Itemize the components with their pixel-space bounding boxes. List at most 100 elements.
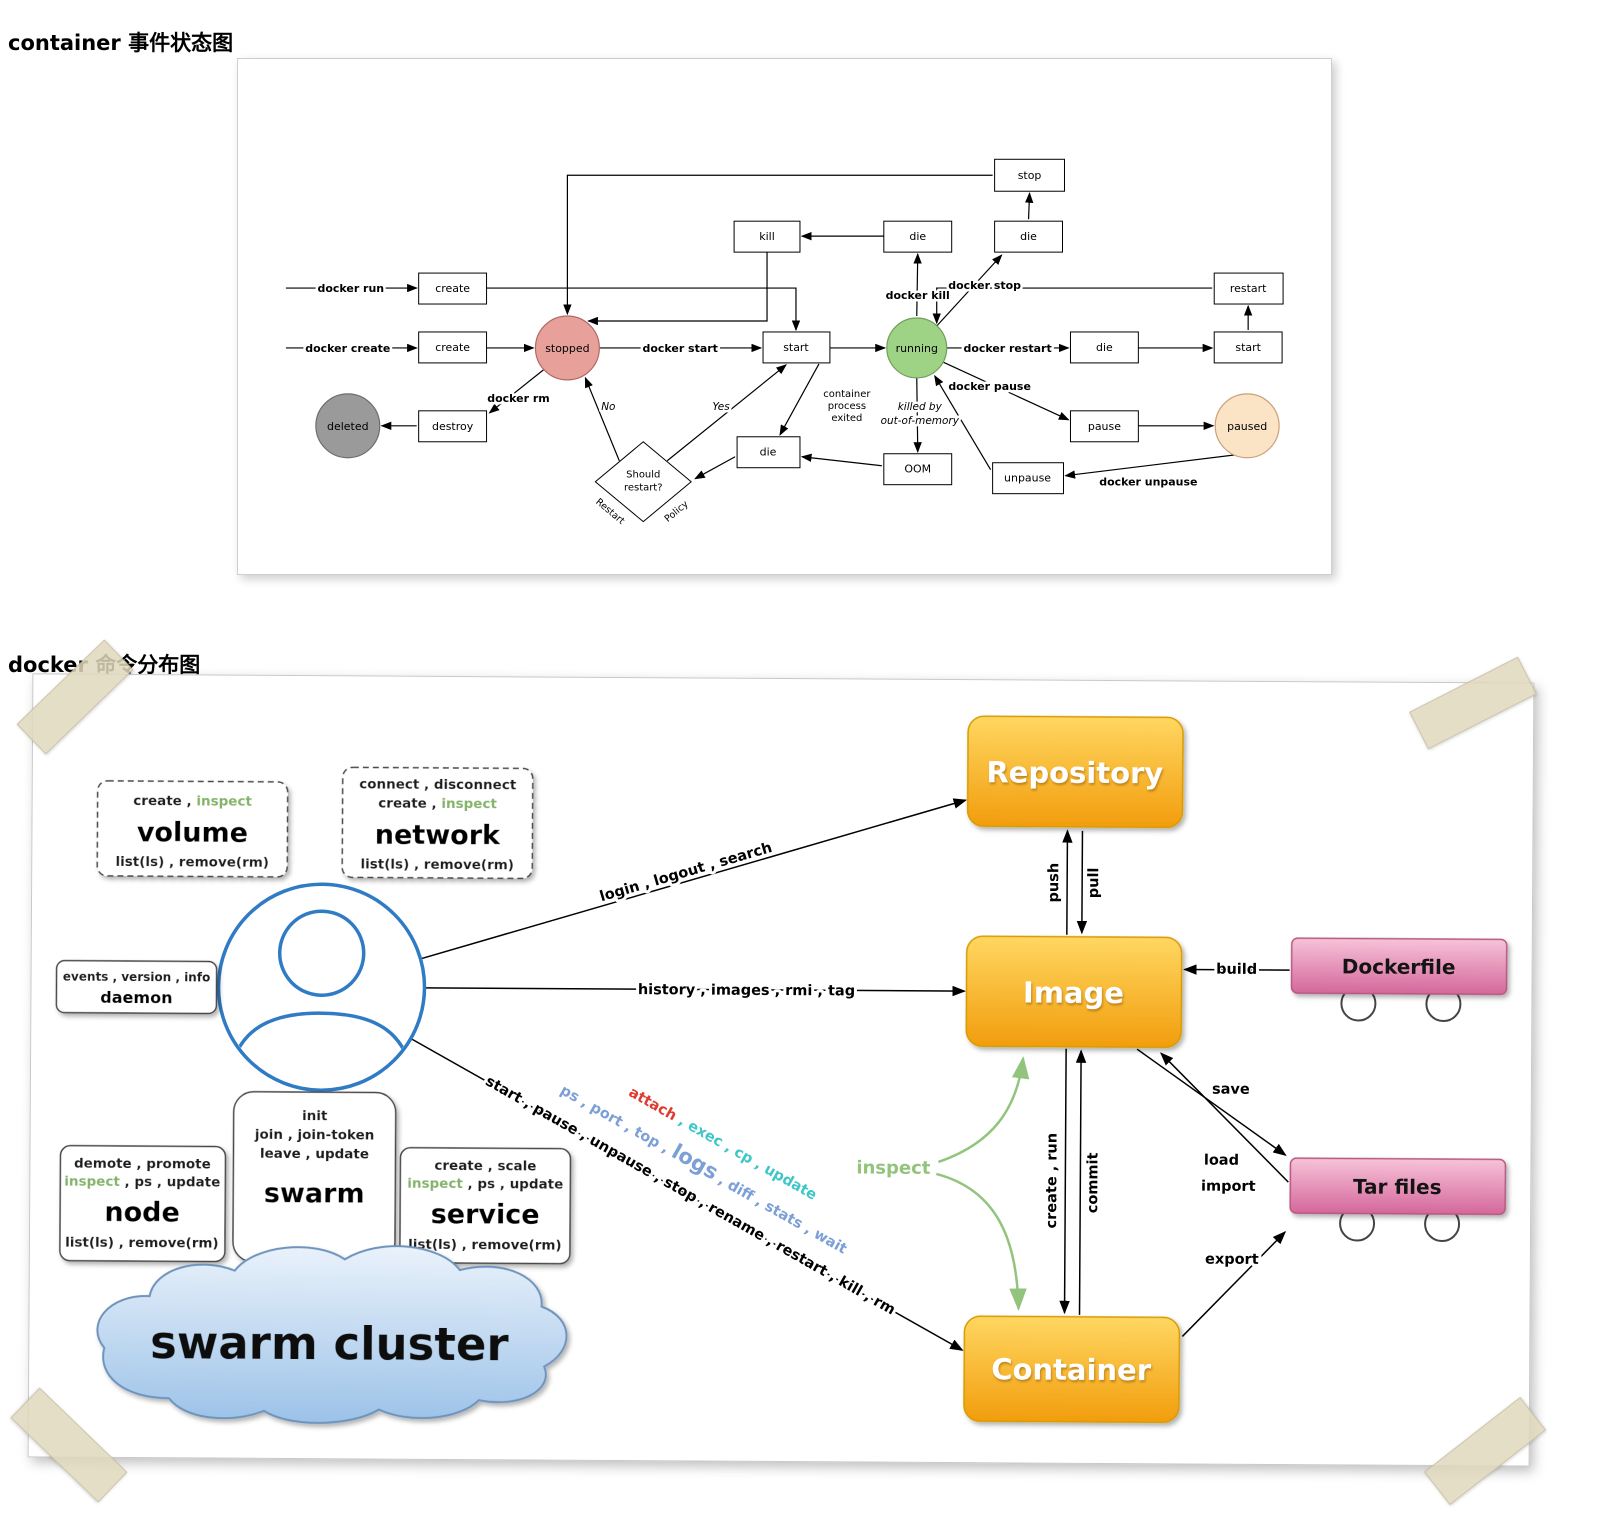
edge-label-save: save <box>1212 1082 1250 1098</box>
docker-client-person <box>216 882 427 1092</box>
edge-label-build: build <box>1216 962 1257 978</box>
state-circle <box>886 317 948 379</box>
connector <box>932 287 1213 325</box>
edge-label-docker-unpause: docker unpause <box>1099 476 1197 489</box>
dockerfile-label: Dockerfile <box>1342 954 1456 979</box>
event-label: stop <box>1018 169 1042 182</box>
group-network: connect , disconnect create , inspect ne… <box>341 766 534 880</box>
edge-label-exited-2: process <box>828 401 866 412</box>
volume-name: volume <box>137 817 248 849</box>
event-label: destroy <box>432 420 474 433</box>
edge-label-pull: pull <box>1086 868 1102 899</box>
connector <box>936 254 1003 327</box>
edge-label-docker-start: docker start <box>642 342 717 355</box>
swarm-leave-update: leave , update <box>260 1146 369 1163</box>
daemon-name: daemon <box>100 988 172 1007</box>
event-box-unpause: unpause <box>992 462 1064 495</box>
event-box-destroy: destroy <box>418 410 488 443</box>
state-label: stopped <box>545 342 589 355</box>
state-diagram-connectors <box>285 174 1253 480</box>
event-box-restart: restart <box>1213 272 1284 305</box>
connector <box>666 364 787 462</box>
group-daemon: events , version , info daemon <box>55 959 218 1015</box>
event-box-pause: pause <box>1069 410 1139 443</box>
edge-label-load: load <box>1204 1153 1239 1169</box>
event-label: die <box>909 230 926 243</box>
edge-label-container-info: ps , port , top , logs , diff , stats , … <box>557 1076 853 1258</box>
edge-label-repository: login , logout , search <box>598 840 774 905</box>
state-paused: paused <box>1214 393 1280 459</box>
service-inspect: inspect <box>407 1176 463 1192</box>
service-ps-update: , ps , update <box>463 1176 564 1193</box>
node-inspect: inspect <box>64 1174 120 1190</box>
edge-label-export: export <box>1205 1252 1259 1268</box>
inspect-curve-to-image <box>938 1055 1030 1164</box>
swarm-name: swarm <box>264 1178 365 1210</box>
event-label: create <box>435 282 470 295</box>
edge-label-oom: out-of-memory <box>881 415 960 427</box>
state-circle <box>534 315 600 381</box>
edge-label-push: push <box>1046 863 1062 903</box>
entity-repository: Repository <box>966 715 1184 829</box>
event-label: pause <box>1088 420 1121 433</box>
state-diagram-title: container 事件状态图 <box>8 31 234 56</box>
event-box-kill: kill <box>733 220 801 253</box>
event-box-stop: stop <box>994 158 1065 192</box>
event-label: kill <box>759 230 775 243</box>
state-label: running <box>896 342 938 355</box>
swarm-cluster-cloud: swarm cluster <box>96 1245 568 1424</box>
swarm-join: join , join-token <box>254 1127 375 1144</box>
network-name: network <box>375 820 501 852</box>
edge-label-commit: commit <box>1085 1152 1101 1213</box>
network-connect: connect , disconnect <box>359 776 517 793</box>
group-service: create , scale inspect , ps , update ser… <box>399 1146 572 1265</box>
connector <box>942 361 1070 421</box>
connector <box>1181 1231 1287 1337</box>
event-box-oom: OOM <box>883 453 953 486</box>
connector <box>1075 1049 1087 1315</box>
state-deleted: deleted <box>315 393 381 459</box>
person-head <box>277 909 366 997</box>
edge-label-docker-restart: docker restart <box>963 342 1051 355</box>
command-diagram-panel: create , inspect volume list(ls) , remov… <box>27 673 1535 1467</box>
edge-label-docker-rm: docker rm <box>487 392 549 405</box>
state-diagram-svg: stop kill die die create restart create … <box>285 158 1284 527</box>
event-label: start <box>783 341 809 354</box>
event-label: die <box>1020 230 1037 243</box>
entity-container: Container <box>963 1315 1181 1424</box>
state-circle <box>1214 393 1280 459</box>
connector <box>1076 830 1088 935</box>
group-volume: create , inspect volume list(ls) , remov… <box>96 780 289 878</box>
event-label: unpause <box>1004 472 1051 485</box>
event-box-die-1: die <box>883 220 953 253</box>
connector <box>800 453 882 467</box>
connector <box>913 252 922 317</box>
connector <box>488 369 544 414</box>
event-box-start-2: start <box>1213 331 1283 364</box>
state-running: running <box>886 317 948 379</box>
event-box-die-3: die <box>1069 331 1139 364</box>
state-circle <box>315 393 381 459</box>
network-commands: create , inspect <box>378 796 497 813</box>
state-label: deleted <box>327 420 369 433</box>
event-box-create-run: create <box>418 272 488 305</box>
connector <box>694 456 736 480</box>
node-name: node <box>104 1197 180 1228</box>
connector <box>420 798 968 960</box>
edge-label-docker-kill: docker kill <box>886 289 950 302</box>
inspect-curve-to-container <box>936 1172 1027 1311</box>
edge-label-docker-run: docker run <box>317 282 384 295</box>
event-label: die <box>1096 341 1113 354</box>
group-node: demote , promote inspect , ps , update n… <box>59 1144 227 1263</box>
node-demote-promote: demote , promote <box>74 1156 211 1173</box>
connector <box>563 174 993 316</box>
volume-commands: create , inspect <box>133 793 252 810</box>
state-diagram-panel: stop kill die die create restart create … <box>237 58 1332 575</box>
connector <box>587 252 768 326</box>
decision-line2: restart? <box>624 483 663 494</box>
edge-label-docker-create: docker create <box>305 342 390 355</box>
command-connectors <box>410 798 1290 1351</box>
node-ps-update: , ps , update <box>120 1174 221 1191</box>
edge-label-image: history , images , rmi , tag <box>638 982 855 999</box>
node-commands: inspect , ps , update <box>64 1174 220 1191</box>
